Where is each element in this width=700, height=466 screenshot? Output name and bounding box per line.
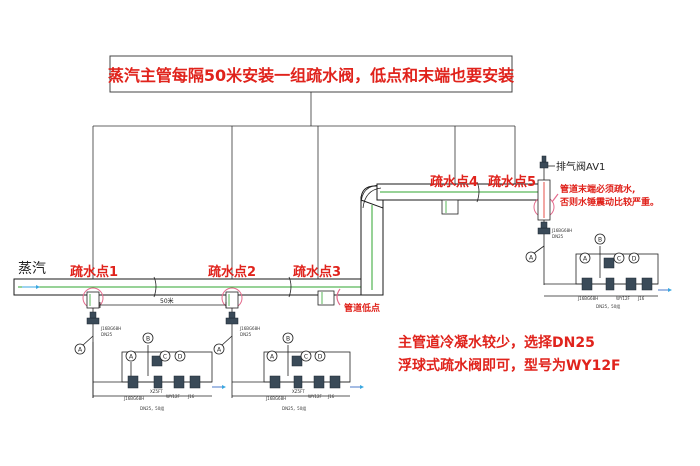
svg-text:DN25: DN25 xyxy=(101,332,113,337)
svg-text:B: B xyxy=(146,336,150,343)
svg-text:DN25: DN25 xyxy=(552,234,564,239)
svg-text:A: A xyxy=(270,354,275,361)
svg-text:WY12F: WY12F xyxy=(616,296,630,301)
svg-text:D: D xyxy=(318,354,323,361)
svg-text:J16BG68H: J16BG68H xyxy=(100,326,121,331)
svg-text:DN25，50组: DN25，50组 xyxy=(282,405,306,411)
drain-point-4-label: 疏水点4 xyxy=(430,174,478,190)
vent-valve xyxy=(539,155,549,180)
svg-text:DN25: DN25 xyxy=(240,332,252,337)
trap-assembly-2: A J16BG68H DN25 B A C D J16BG68H DN25，50… xyxy=(213,308,364,411)
svg-text:A: A xyxy=(129,354,134,361)
svg-text:J16BG68H: J16BG68H xyxy=(551,228,572,233)
svg-text:B: B xyxy=(598,237,602,244)
distance-label: 50米 xyxy=(160,297,174,305)
svg-text:J16BG68H: J16BG68H xyxy=(123,396,144,401)
note-line1: 主管道冷凝水较少，选择DN25 xyxy=(398,334,595,351)
steam-label: 蒸汽 xyxy=(18,261,46,277)
svg-text:WY12F: WY12F xyxy=(308,394,322,399)
low-point-label: 管道低点 xyxy=(344,302,380,314)
svg-text:J16BG68H: J16BG68H xyxy=(577,296,598,301)
svg-text:DN25，50组: DN25，50组 xyxy=(140,405,164,411)
title-text: 蒸汽主管每隔50米安装一组疏水阀，低点和末端也要安装 xyxy=(108,66,514,85)
trap-assembly-3: A J16BG68H DN25 B A C D J16BG68H DN25，50… xyxy=(525,220,672,309)
trap-assembly-1: A J16BG68H DN25 B A C D J16BG68H DN25，50… xyxy=(74,308,226,411)
drain-point-5-label: 疏水点5 xyxy=(488,174,536,190)
svg-text:J16: J16 xyxy=(327,394,335,399)
svg-text:C: C xyxy=(163,354,167,361)
drip-pocket-3 xyxy=(317,288,341,306)
vent-valve-label: 排气阀AV1 xyxy=(556,160,605,173)
svg-text:A: A xyxy=(583,256,588,263)
svg-text:A: A xyxy=(217,347,222,354)
svg-text:J16BG68H: J16BG68H xyxy=(239,326,260,331)
svg-text:C: C xyxy=(304,354,308,361)
svg-text:B: B xyxy=(286,336,290,343)
drip-pocket-1 xyxy=(82,287,104,309)
main-steam-pipe xyxy=(13,181,543,298)
svg-text:D: D xyxy=(178,354,183,361)
end-note-line1: 管道末端必须疏水, xyxy=(560,183,635,195)
distance-dimension xyxy=(99,302,227,308)
drip-pocket-4 xyxy=(441,199,459,215)
svg-text:A: A xyxy=(529,255,534,262)
drain-point-1-label: 疏水点1 xyxy=(70,264,118,280)
marker-a-1 xyxy=(74,343,86,355)
svg-text:D: D xyxy=(632,256,637,263)
svg-text:A: A xyxy=(78,347,83,354)
flow-arrow-main xyxy=(22,285,40,289)
drain-point-3-label: 疏水点3 xyxy=(293,264,341,280)
svg-text:DN25，50组: DN25，50组 xyxy=(596,303,620,309)
title-box xyxy=(109,55,513,93)
svg-text:C: C xyxy=(617,256,621,263)
svg-text:XZ5FT: XZ5FT xyxy=(150,389,163,394)
svg-text:WY12F: WY12F xyxy=(166,394,180,399)
drain-point-2-label: 疏水点2 xyxy=(208,264,256,280)
svg-text:XZ5FT: XZ5FT xyxy=(292,389,305,394)
svg-text:J16: J16 xyxy=(637,296,645,301)
svg-text:J16: J16 xyxy=(187,394,195,399)
svg-text:J16BG68H: J16BG68H xyxy=(265,396,286,401)
end-note-line2: 否则水锤震动比较严重。 xyxy=(559,196,659,208)
note-line2: 浮球式疏水阀即可，型号为WY12F xyxy=(398,357,621,374)
